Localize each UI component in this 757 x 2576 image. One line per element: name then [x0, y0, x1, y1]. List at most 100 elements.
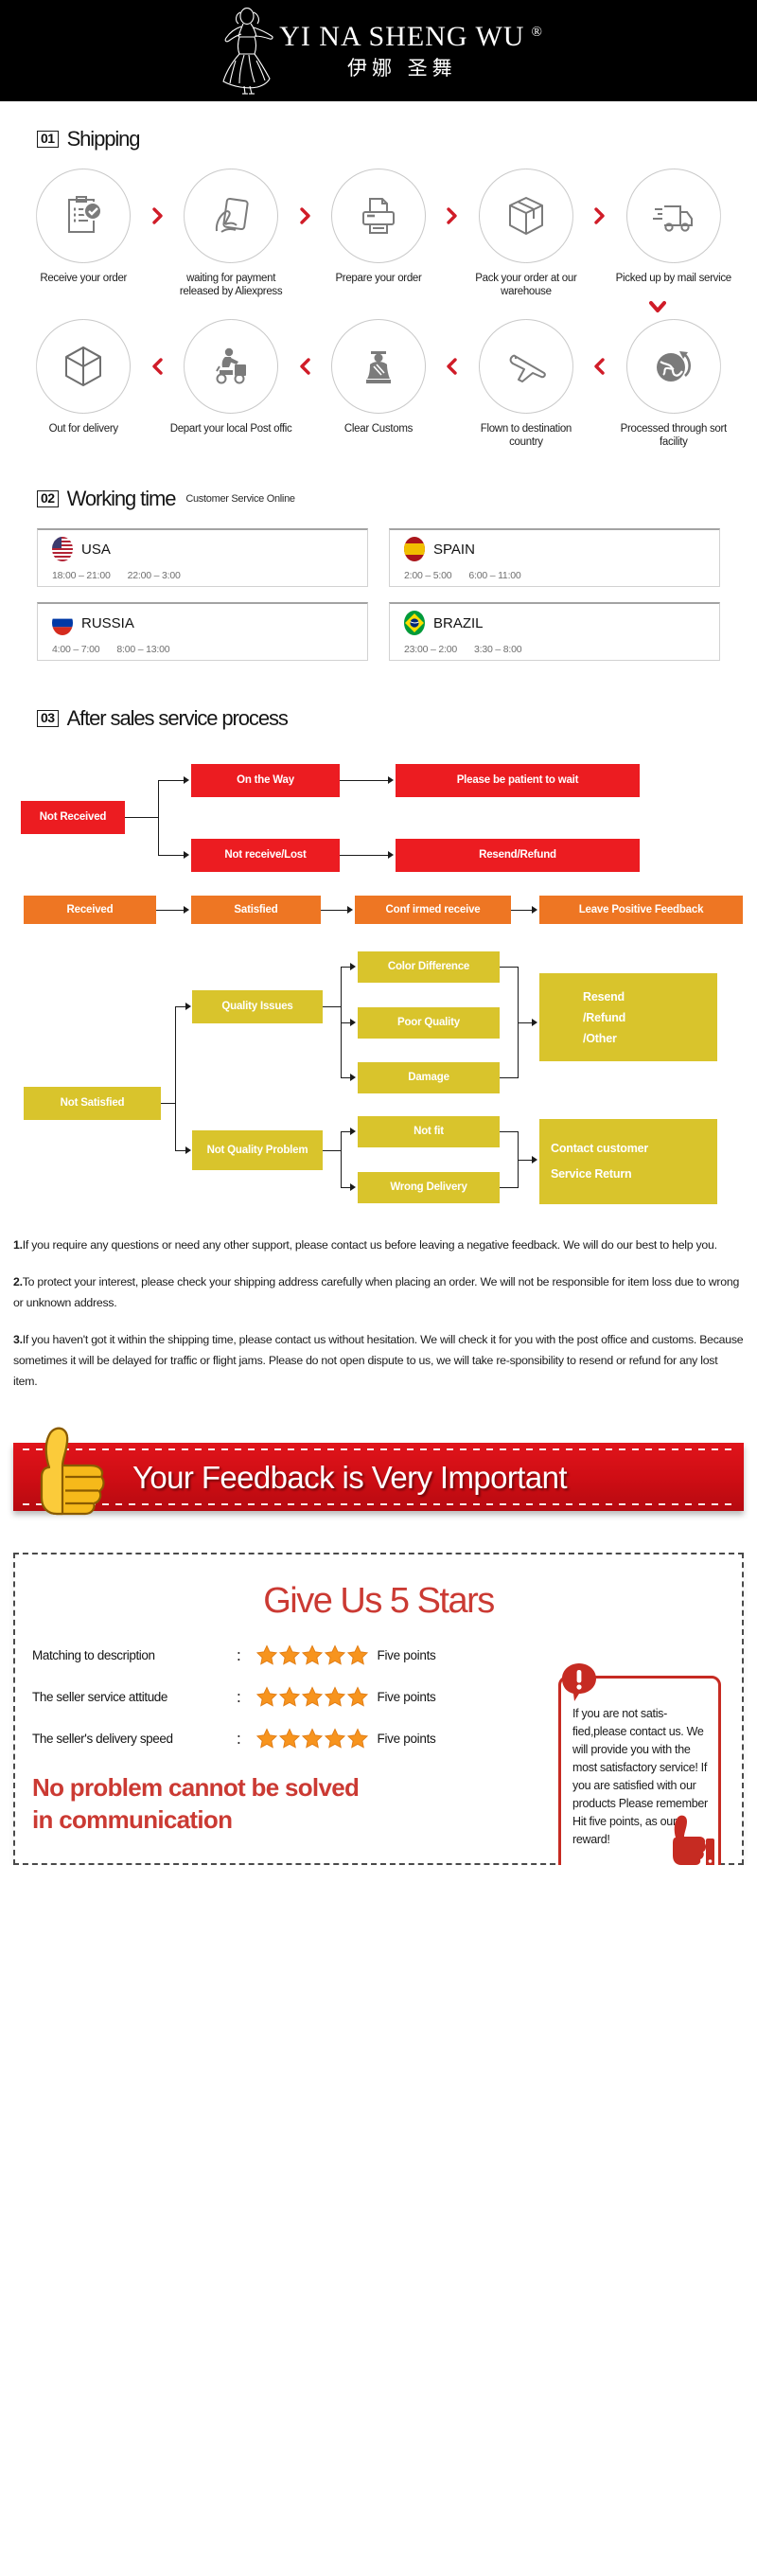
- rating-row: The seller's delivery speed ： Five point…: [32, 1728, 725, 1749]
- flow-arrowhead-icon: [350, 1183, 356, 1191]
- flow-line: [323, 1150, 342, 1152]
- chevron-down-icon: [649, 300, 666, 313]
- shipping-step-label: Picked up by mail service: [615, 273, 732, 284]
- shipping-step: Depart your local Post offic: [167, 319, 295, 435]
- worktime-hours: 18:00 – 21:00: [52, 570, 111, 581]
- clipboard-check-icon: [61, 193, 106, 239]
- flow-line: [161, 1103, 176, 1105]
- worktime-hours: 23:00 – 2:00: [404, 644, 457, 655]
- flow-box-wrong-delivery: Wrong Delivery: [358, 1172, 500, 1203]
- note-number: 2.: [13, 1275, 23, 1288]
- note-number: 1.: [13, 1238, 23, 1252]
- star-icon: [346, 1644, 368, 1665]
- flow-line: [511, 910, 532, 912]
- rating-points: Five points: [377, 1647, 436, 1662]
- flow-line: [500, 1077, 519, 1079]
- chevron-right-icon: [443, 169, 461, 263]
- note-text: If you haven't got it within the shippin…: [13, 1333, 744, 1388]
- flow-box-resend-refund: Resend/Refund: [396, 839, 640, 872]
- rating-slogan-line: in communication: [32, 1805, 233, 1834]
- shipping-steps-row-2: Out for delivery: [0, 313, 757, 449]
- airplane-icon: [503, 344, 549, 389]
- flow-line: [341, 1131, 350, 1133]
- printer-icon: [356, 193, 401, 239]
- star-icon: [346, 1728, 368, 1749]
- flow-line: [500, 1187, 519, 1189]
- shipping-heading: 01 Shipping: [0, 127, 757, 151]
- chevron-right-icon: [295, 169, 313, 263]
- star-icon: [255, 1728, 277, 1749]
- flow-line: [175, 1006, 177, 1150]
- note-item: 3.If you haven't got it within the shipp…: [13, 1329, 744, 1392]
- flow-box-line: /Refund: [583, 1010, 626, 1024]
- flow-line: [341, 1131, 343, 1188]
- worktime-country: SPAIN: [433, 541, 475, 558]
- flag-russia-icon: [52, 611, 73, 635]
- worktime-hours: 3:30 – 8:00: [474, 644, 522, 655]
- flow-box-on-the-way: On the Way: [191, 764, 340, 797]
- flow-arrowhead-icon: [185, 1146, 191, 1154]
- shipping-step-label: Receive your order: [40, 273, 128, 284]
- truck-icon: [651, 193, 696, 239]
- thumbs-up-icon: [21, 1422, 123, 1532]
- shipping-section: 01 Shipping: [0, 101, 757, 449]
- flow-box-quality-issues: Quality Issues: [192, 990, 323, 1023]
- chevron-left-icon: [590, 319, 608, 414]
- shipping-step-label: Clear Customs: [343, 423, 414, 435]
- flow-down-arrow-row: [0, 298, 757, 313]
- flow-not-received: Not Received On the Way Please be patien…: [0, 752, 757, 875]
- star-icon: [278, 1728, 300, 1749]
- rating-side-note-text: If you are not satis-fied,please contact…: [572, 1707, 708, 1846]
- brand-header: YI NA SHENG WU 伊娜 圣舞 ®: [0, 0, 757, 101]
- flow-line: [340, 780, 388, 782]
- rating-colon: ：: [236, 1649, 249, 1663]
- rating-panel: Give Us 5 Stars Matching to description …: [13, 1553, 744, 1865]
- flow-line: [175, 1150, 185, 1152]
- star-icon: [324, 1644, 345, 1665]
- scooter-courier-icon: [208, 344, 254, 389]
- note-text: To protect your interest, please check y…: [13, 1275, 740, 1309]
- section-subtitle: Customer Service Online: [185, 493, 295, 505]
- shipping-step-label: Flown to destination country: [480, 423, 572, 448]
- chevron-left-icon: [295, 319, 313, 414]
- flow-arrowhead-icon: [350, 963, 356, 970]
- hand-card-icon: [208, 193, 254, 239]
- section-number: 01: [37, 131, 59, 148]
- flow-arrowhead-icon: [388, 851, 394, 859]
- flow-arrowhead-icon: [350, 1128, 356, 1135]
- worktime-hours: 6:00 – 11:00: [468, 570, 521, 581]
- flow-box-not-receive-lost: Not receive/Lost: [191, 839, 340, 872]
- star-rating: [255, 1728, 368, 1749]
- worktime-country: BRAZIL: [433, 614, 484, 631]
- shipping-step: Processed through sort facility: [609, 319, 738, 449]
- shipping-step: Clear Customs: [314, 319, 443, 435]
- brand-name-cn: 伊娜 圣舞: [346, 57, 457, 80]
- flow-arrowhead-icon: [532, 1156, 537, 1164]
- flow-line: [158, 780, 184, 782]
- flow-received: Received Satisfied Conf irmed receive Le…: [0, 892, 757, 1214]
- flow-box-leave-positive-feedback: Leave Positive Feedback: [539, 896, 743, 924]
- notes-section: 1.If you require any questions or need a…: [0, 1214, 757, 1392]
- note-item: 1.If you require any questions or need a…: [13, 1235, 744, 1255]
- worktime-hours: 8:00 – 13:00: [116, 644, 170, 655]
- flow-box-line: Contact customer: [551, 1142, 649, 1155]
- flag-usa-icon: [52, 537, 73, 561]
- shipping-step-label: waiting for payment released by Aliexpre…: [179, 273, 283, 297]
- flow-box-damage: Damage: [358, 1062, 500, 1093]
- brand-name-en: YI NA SHENG WU: [279, 21, 525, 52]
- note-item: 2.To protect your interest, please check…: [13, 1271, 744, 1313]
- flow-line: [158, 855, 184, 857]
- chevron-right-icon: [148, 169, 166, 263]
- note-number: 3.: [13, 1333, 23, 1346]
- flow-box-poor-quality: Poor Quality: [358, 1007, 500, 1039]
- feedback-banner: Your Feedback is Very Important: [0, 1411, 757, 1532]
- box-icon: [503, 193, 549, 239]
- shipping-step: Receive your order: [19, 169, 148, 285]
- worktime-hours: 22:00 – 3:00: [127, 570, 181, 581]
- flow-arrowhead-icon: [388, 776, 394, 784]
- note-text: If you require any questions or need any…: [22, 1238, 717, 1252]
- flow-box-line: /Other: [583, 1031, 617, 1045]
- page-title: Working time: [66, 487, 177, 510]
- flow-box-satisfied: Satisfied: [191, 896, 321, 924]
- star-icon: [301, 1644, 323, 1665]
